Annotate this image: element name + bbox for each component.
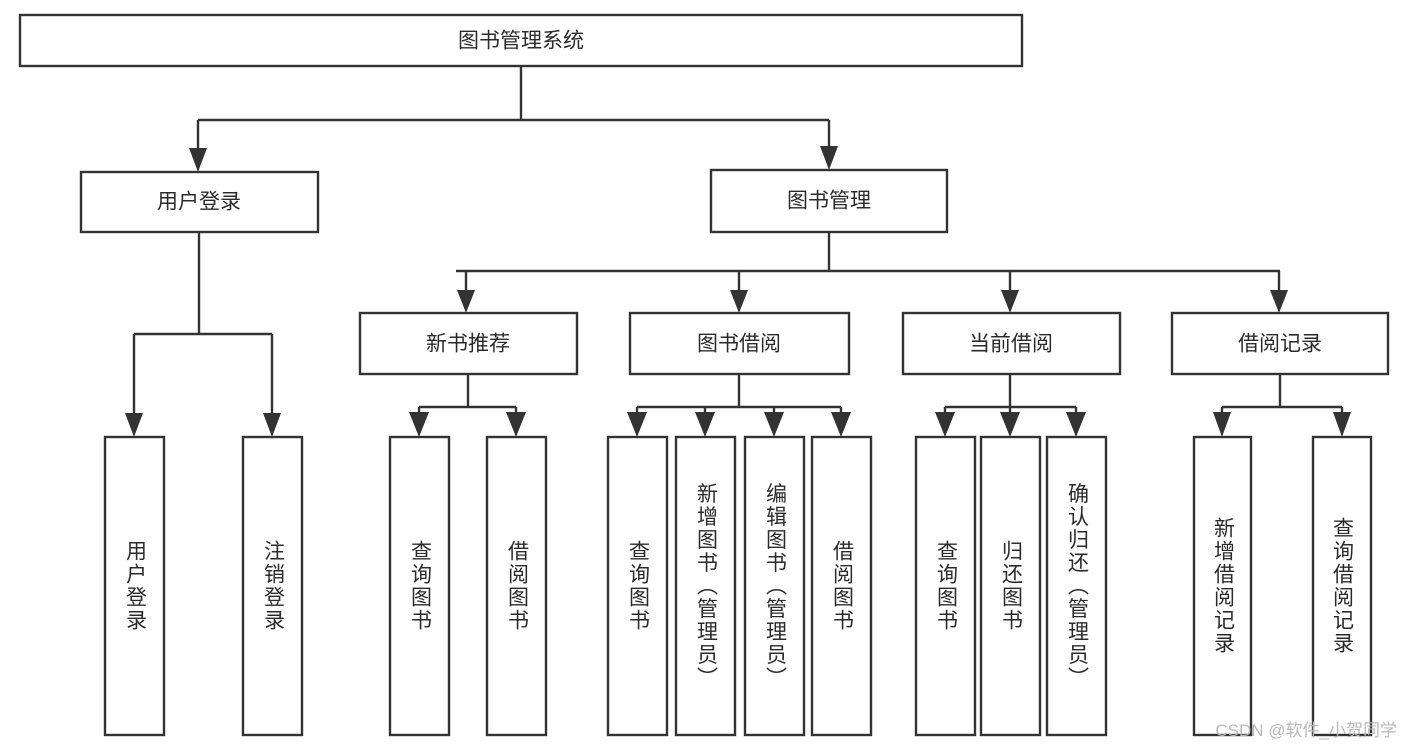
node-leaf-rec-borrow[interactable]: 借阅图书 [485,435,548,737]
node-leaf-bb-query[interactable]: 查询图书 [606,435,669,737]
node-leaf-br-add-label: 新增借阅记录 [1212,517,1236,655]
node-leaf-cb-confirm-label: 确认归还（管理员） [1066,483,1090,690]
node-root[interactable]: 图书管理系统 [18,13,1024,68]
node-leaf-cb-return[interactable]: 归还图书 [979,435,1042,737]
arrow-head-icon [506,412,526,437]
node-leaf-bb-borrow-label: 借阅图书 [831,540,855,632]
node-leaf-bb-borrow-box[interactable] [810,435,873,737]
arrow-head-icon [627,412,647,437]
node-borrow-record-box[interactable] [1170,311,1390,376]
node-new-book-rec-label: 新书推荐 [426,333,510,356]
node-leaf-rec-borrow-label: 借阅图书 [506,540,530,632]
node-leaf-cb-query-box[interactable] [914,435,977,737]
node-leaf-rec-query-box[interactable] [388,435,451,737]
node-leaf-bb-add[interactable]: 新增图书（管理员） [674,435,737,737]
node-user-login-box[interactable] [79,170,320,234]
node-leaf-bb-edit-label: 编辑图书（管理员） [764,483,788,690]
node-new-book-rec[interactable]: 新书推荐 [358,311,579,376]
node-leaf-rec-query-label: 查询图书 [409,540,433,632]
node-leaf-br-query[interactable]: 查询借阅记录 [1311,435,1373,737]
arrow-head-icon [125,413,143,437]
node-leaf-br-query-box[interactable] [1311,435,1373,737]
node-book-manage[interactable]: 图书管理 [709,168,949,234]
node-leaf-bb-edit[interactable]: 编辑图书（管理员） [743,435,806,737]
node-leaf-rec-query[interactable]: 查询图书 [388,435,451,737]
node-leaf-br-query-label: 查询借阅记录 [1331,517,1355,655]
node-leaf-bb-query-box[interactable] [606,435,669,737]
arrow-head-icon [695,412,715,437]
node-leaf-cb-confirm[interactable]: 确认归还（管理员） [1045,435,1108,737]
node-leaf-br-add-box[interactable] [1192,435,1253,737]
arrow-head-icon [263,413,281,437]
node-leaf-cb-query[interactable]: 查询图书 [914,435,977,737]
node-leaf-rec-borrow-box[interactable] [485,435,548,737]
node-leaf-user-login[interactable]: 用户登录 [103,435,166,737]
node-current-borrow[interactable]: 当前借阅 [901,311,1122,376]
node-borrow-record[interactable]: 借阅记录 [1170,311,1390,376]
csdn-watermark: CSDN @软件_小贺同学 [1215,721,1397,740]
node-book-borrow-box[interactable] [628,311,851,376]
node-book-borrow[interactable]: 图书借阅 [628,311,851,376]
node-leaf-bb-borrow[interactable]: 借阅图书 [810,435,873,737]
connector-layer [125,66,1351,437]
arrow-head-icon [1000,412,1020,437]
arrow-head-icon [1001,290,1019,313]
node-leaf-cb-query-label: 查询图书 [935,540,959,632]
node-root-box[interactable] [18,13,1024,68]
arrow-head-icon [820,146,838,170]
node-book-manage-label: 图书管理 [787,190,871,213]
arrow-head-icon [764,412,784,437]
arrow-head-icon [1066,412,1086,437]
arrow-head-icon [1213,412,1231,437]
node-leaf-cb-return-box[interactable] [979,435,1042,737]
arrow-head-icon [457,290,475,313]
node-leaf-cb-confirm-box[interactable] [1045,435,1108,737]
node-leaf-user-login-label: 用户登录 [124,540,148,632]
node-leaf-br-add[interactable]: 新增借阅记录 [1192,435,1253,737]
node-leaf-logout-label: 注销登录 [262,540,286,632]
node-leaf-bb-add-label: 新增图书（管理员） [695,483,719,690]
node-leaf-cb-return-label: 归还图书 [1000,540,1024,632]
node-book-manage-box[interactable] [709,168,949,234]
node-leaf-bb-query-label: 查询图书 [627,540,651,632]
node-leaf-logout[interactable]: 注销登录 [241,435,304,737]
node-leaf-user-login-box[interactable] [103,435,166,737]
arrow-head-icon [1333,412,1351,437]
node-leaf-bb-add-box[interactable] [674,435,737,737]
node-user-login-label: 用户登录 [157,191,241,214]
node-book-borrow-label: 图书借阅 [697,333,781,356]
node-new-book-rec-box[interactable] [358,311,579,376]
node-leaf-logout-box[interactable] [241,435,304,737]
node-borrow-record-label: 借阅记录 [1238,333,1322,356]
node-leaf-bb-edit-box[interactable] [743,435,806,737]
arrow-head-icon [409,412,429,437]
node-current-borrow-box[interactable] [901,311,1122,376]
node-current-borrow-label: 当前借阅 [969,333,1053,356]
arrow-head-icon [935,412,955,437]
arrow-head-icon [831,412,851,437]
arrow-head-icon [730,290,748,313]
node-user-login[interactable]: 用户登录 [79,170,320,234]
node-root-label: 图书管理系统 [458,30,584,53]
arrow-head-icon [189,148,207,172]
arrow-head-icon [1270,290,1288,313]
